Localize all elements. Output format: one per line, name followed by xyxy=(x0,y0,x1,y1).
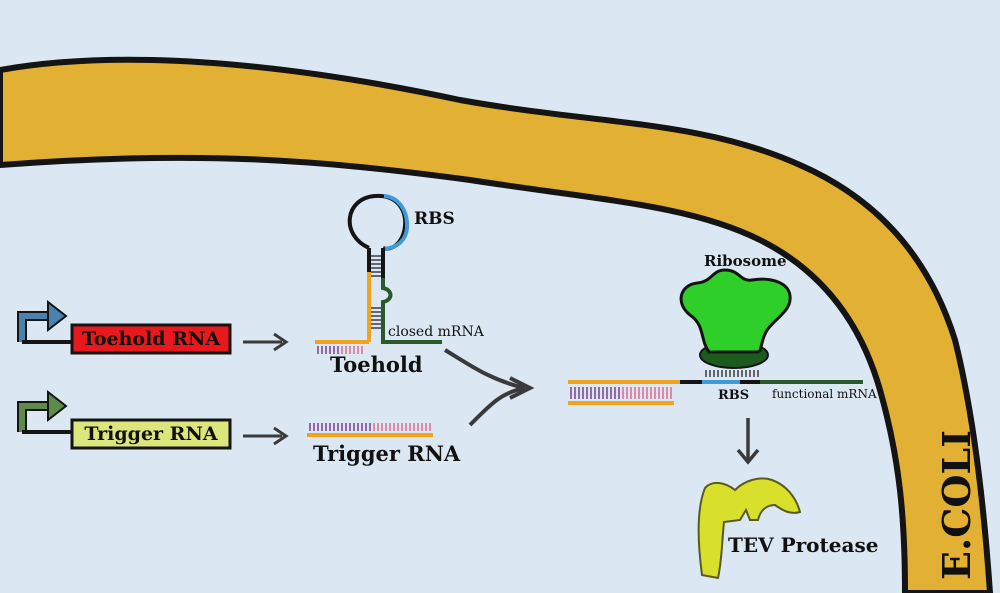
promoter-arrow-icon xyxy=(17,389,68,432)
merge-arrow-icon xyxy=(443,348,535,427)
closed-mrna-label: closed mRNA xyxy=(388,324,485,340)
toehold-label: Toehold xyxy=(330,352,423,377)
promoter-arrow-icon xyxy=(17,299,68,342)
trigger-gene-label: Trigger RNA xyxy=(84,423,217,445)
ribosome xyxy=(679,268,792,377)
rbs-open-label: RBS xyxy=(718,388,749,403)
trigger-gene-box xyxy=(70,418,232,450)
toehold-gene-box xyxy=(70,323,232,355)
trigger-rna-label: Trigger RNA xyxy=(313,441,461,466)
ecoli-label: E.COLI xyxy=(934,430,979,580)
trigger-rna-strand xyxy=(307,423,433,437)
toehold-gene: Toehold RNA xyxy=(17,299,232,355)
tev-protease-shape xyxy=(697,477,802,580)
tev-protease-label: TEV Protease xyxy=(728,533,878,557)
right-arrow-icon xyxy=(243,426,289,446)
functional-mrna-label: functional mRNA xyxy=(772,387,877,401)
ribosome-label: Ribosome xyxy=(704,252,787,270)
trigger-base-ticks xyxy=(309,423,431,431)
ribosome-large-subunit xyxy=(679,268,792,354)
trigger-gene: Trigger RNA xyxy=(17,389,232,450)
down-arrow-icon xyxy=(736,418,760,465)
rbs-hairpin-label: RBS xyxy=(414,209,455,229)
complex-base-ticks xyxy=(570,387,672,399)
toehold-hairpin xyxy=(315,193,442,354)
opened-complex xyxy=(568,380,863,405)
toehold-gene-label: Toehold RNA xyxy=(82,328,220,350)
right-arrow-icon xyxy=(243,332,289,352)
